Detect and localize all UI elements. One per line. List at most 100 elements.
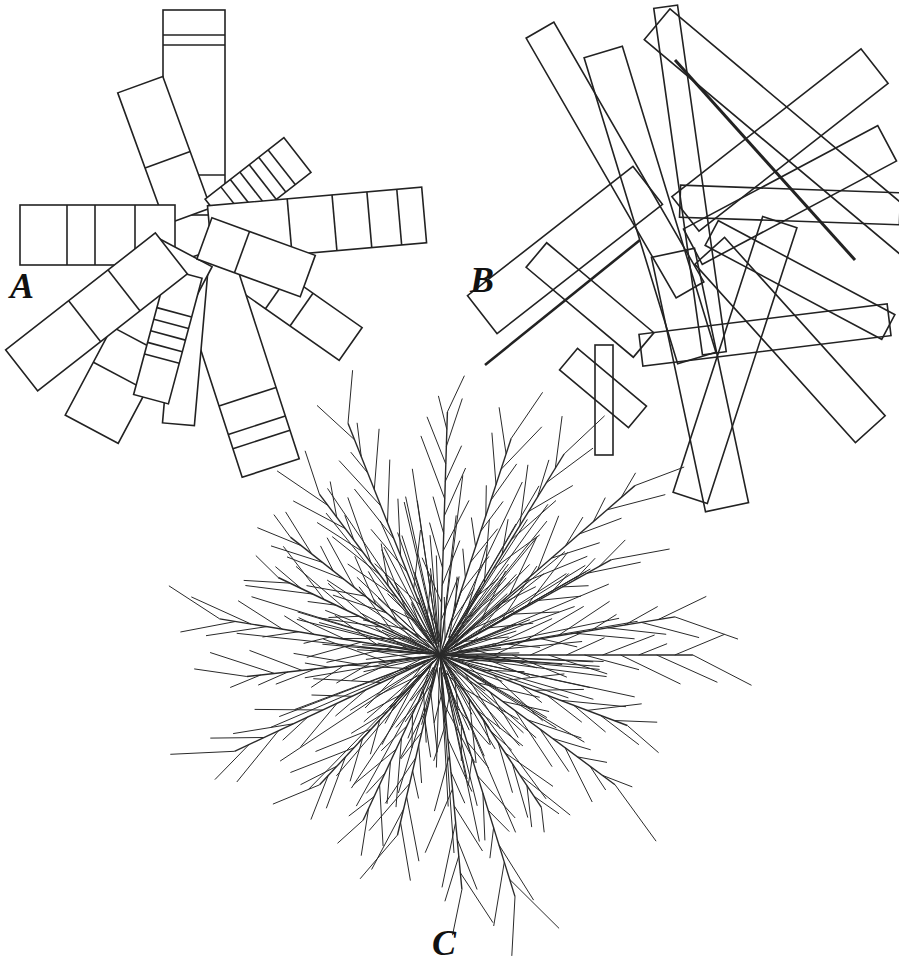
needle	[257, 528, 301, 546]
needle	[641, 622, 699, 637]
needle	[349, 797, 374, 816]
needle	[327, 580, 429, 648]
needle	[233, 724, 293, 734]
needle	[442, 823, 456, 888]
needle	[348, 497, 371, 563]
needle	[407, 796, 419, 861]
needle	[451, 772, 465, 803]
needle	[565, 517, 583, 546]
needle	[441, 524, 516, 654]
figure-letter: C	[432, 925, 456, 961]
figure-c-pine-needles	[169, 370, 752, 956]
needle	[442, 656, 547, 718]
needle	[445, 856, 459, 901]
needle	[451, 653, 520, 655]
figure-a-rectangles-rosette	[6, 10, 427, 477]
needle	[380, 785, 384, 846]
needle	[311, 666, 343, 688]
needle	[359, 660, 436, 742]
needle	[305, 657, 430, 678]
needle	[326, 757, 345, 808]
needle	[639, 644, 667, 655]
needle	[614, 721, 657, 723]
needle	[381, 544, 388, 587]
needle	[170, 751, 234, 754]
needle	[538, 460, 549, 497]
needle	[415, 572, 437, 643]
needle	[363, 620, 408, 630]
needle	[283, 546, 324, 599]
needle	[440, 454, 564, 655]
needle	[301, 766, 337, 785]
needle	[293, 501, 345, 529]
needle	[494, 862, 505, 926]
needle	[336, 667, 430, 776]
needle	[460, 873, 493, 923]
needle	[611, 549, 669, 560]
needle	[421, 436, 445, 499]
needle	[587, 704, 642, 711]
needle	[194, 669, 247, 677]
needle	[441, 674, 454, 853]
needle	[305, 451, 319, 494]
needle	[457, 839, 477, 889]
needle	[445, 446, 461, 482]
needle	[431, 694, 437, 753]
needle	[512, 764, 527, 818]
needle	[256, 556, 278, 578]
needle	[280, 661, 431, 761]
needle	[307, 642, 362, 657]
needle	[529, 486, 573, 512]
needle	[388, 460, 390, 523]
needle	[579, 518, 621, 534]
needle	[627, 726, 658, 753]
needle	[427, 417, 446, 464]
needle	[271, 546, 323, 563]
needle	[454, 806, 482, 851]
needle	[275, 567, 301, 589]
needle	[311, 776, 328, 820]
needle	[441, 655, 600, 669]
needle	[457, 618, 619, 651]
needle	[412, 602, 433, 641]
needle	[398, 670, 435, 793]
needle	[492, 433, 496, 485]
needle	[360, 835, 397, 879]
needle	[330, 482, 337, 518]
needle	[527, 786, 532, 828]
needle	[425, 789, 452, 853]
needle	[442, 564, 530, 653]
needle	[169, 586, 220, 619]
needle	[357, 423, 361, 457]
needle	[578, 757, 608, 763]
needle	[635, 467, 684, 486]
needle	[693, 655, 752, 685]
needle	[382, 630, 423, 648]
needle	[446, 663, 490, 728]
needle	[235, 655, 441, 751]
needle	[442, 662, 480, 841]
needle	[615, 785, 656, 842]
needle	[364, 661, 434, 722]
needle	[252, 597, 424, 650]
needle	[210, 653, 274, 674]
needle	[441, 475, 462, 644]
needle	[230, 675, 260, 688]
needle	[440, 663, 448, 807]
needle	[338, 820, 364, 843]
needle	[502, 519, 508, 554]
needle	[237, 633, 432, 654]
needle	[277, 471, 328, 506]
needle	[401, 822, 411, 881]
needle	[443, 574, 544, 653]
needle	[369, 784, 410, 831]
needle	[488, 810, 509, 831]
needle	[546, 448, 593, 483]
needle	[551, 543, 599, 559]
needle	[520, 775, 571, 815]
needle	[320, 655, 440, 785]
needle	[603, 775, 633, 787]
needle	[481, 501, 503, 531]
needle	[564, 416, 605, 454]
needle	[441, 569, 590, 654]
